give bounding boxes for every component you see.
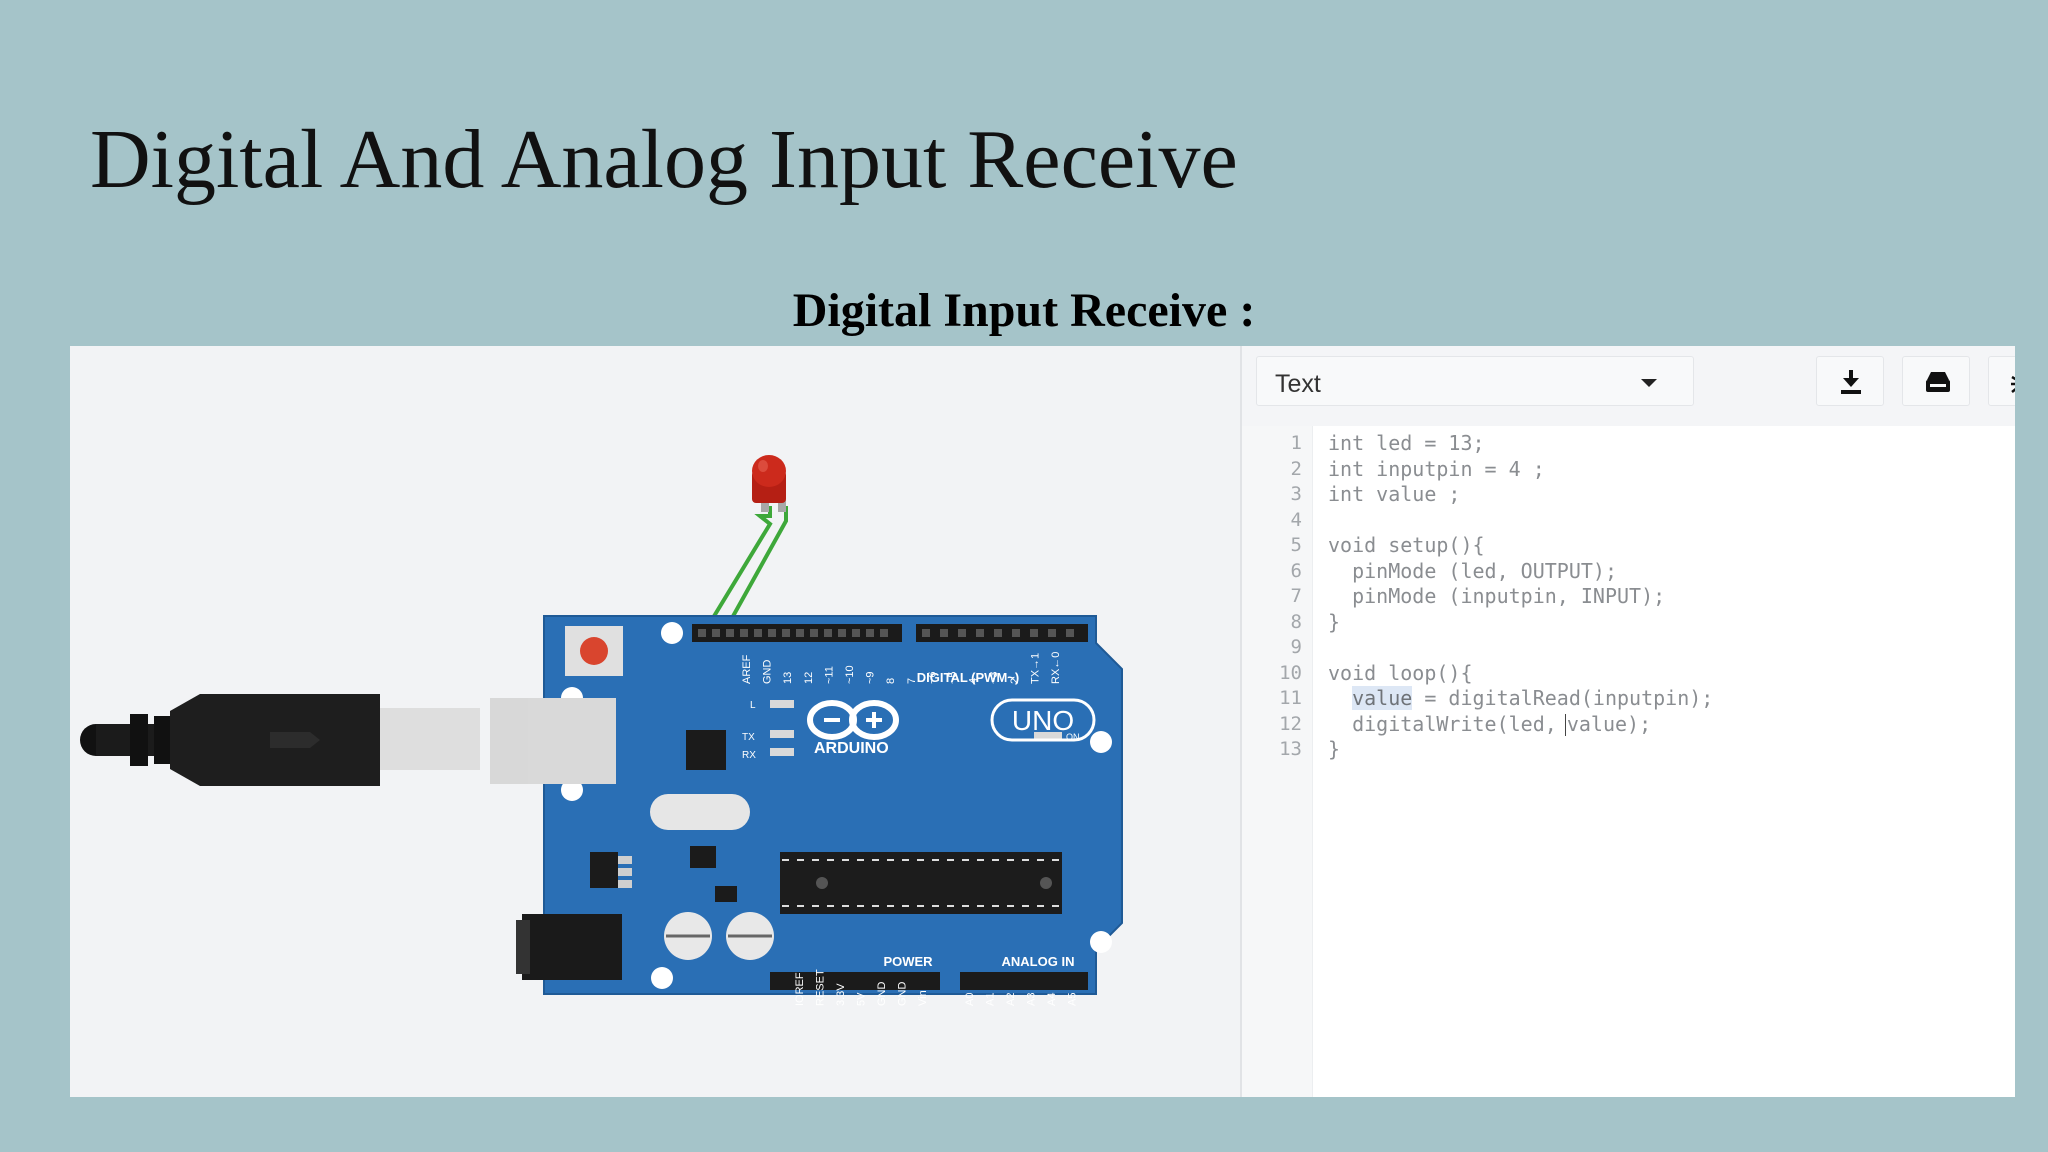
line-number: 12 <box>1279 712 1302 735</box>
slide-title: Digital And Analog Input Receive <box>90 113 1238 206</box>
rx-led-label: RX <box>742 750 756 761</box>
line-number: 8 <box>1290 610 1302 633</box>
line-number: 4 <box>1290 508 1302 531</box>
code-line: } <box>1328 737 1341 761</box>
on-led-label: ON <box>1066 732 1080 742</box>
pin-label: IOREF <box>794 972 806 1006</box>
arduino-uno-board[interactable]: ARDUINO UNO DIGITAL (PWM~) POWER ANALOG … <box>516 615 1123 1006</box>
pin-label: 3.3V <box>835 983 847 1006</box>
pin-label: 2 <box>1009 678 1021 684</box>
pin-label: A4 <box>1046 993 1058 1006</box>
code-line: int led = 13; <box>1328 431 1485 455</box>
code-line <box>1328 508 2008 534</box>
highlighted-token: value <box>1352 686 1413 710</box>
code-line: pinMode (led, OUTPUT); <box>1328 558 1617 583</box>
l-led-label: L <box>750 700 756 711</box>
power-header-label: POWER <box>883 954 933 969</box>
editor-toolbar: Text <box>1242 346 2015 426</box>
code-line: value = digitalRead(inputpin); <box>1328 686 2008 712</box>
code-text-area[interactable]: int led = 13;int inputpin = 4 ;int value… <box>1328 431 2008 763</box>
text-cursor <box>1564 714 1566 736</box>
circuit-canvas[interactable]: ARDUINO UNO DIGITAL (PWM~) POWER ANALOG … <box>70 346 1240 1097</box>
pin-label: 4 <box>968 678 980 684</box>
pin-label: A0 <box>964 993 976 1006</box>
editor-mode-dropdown[interactable]: Text <box>1256 356 1694 406</box>
board-logo-text: ARDUINO <box>814 740 889 757</box>
code-line: void loop(){ <box>1328 660 1473 685</box>
tinkercad-screenshot: ARDUINO UNO DIGITAL (PWM~) POWER ANALOG … <box>70 346 2015 1097</box>
board-model-text: UNO <box>1012 705 1074 736</box>
pin-label: ~3 <box>988 671 1000 684</box>
line-number: 7 <box>1290 585 1302 607</box>
pin-label: 5V <box>856 992 868 1006</box>
pin-label: A1 <box>985 993 997 1006</box>
pin-label: A2 <box>1005 993 1017 1006</box>
line-number: 3 <box>1290 483 1302 505</box>
pin-label: RESET <box>815 969 827 1006</box>
code-editor-panel: Text <box>1240 346 2015 1097</box>
code-text: value); <box>1566 711 1652 736</box>
editor-mode-label: Text <box>1275 370 1321 398</box>
line-number: 1 <box>1290 432 1302 454</box>
pin-label: 13 <box>782 672 794 684</box>
pin-label: ~6 <box>926 671 938 684</box>
line-number: 9 <box>1290 636 1302 658</box>
caret-down-icon <box>1641 379 1657 387</box>
line-number: 13 <box>1279 738 1302 760</box>
pin-label: 8 <box>885 678 897 684</box>
pin-label: ~10 <box>844 665 856 684</box>
pin-label: GND <box>762 660 774 685</box>
power-pin-labels: IOREF RESET 3.3V 5V GND GND Vin <box>794 969 929 1006</box>
pin-label: Vin <box>917 990 929 1006</box>
red-led[interactable] <box>752 455 786 512</box>
digital-pin-labels: AREF GND 13 12 ~11 ~10 ~9 8 7 ~6 ~5 4 ~3 2 TX→1 RX←0 <box>741 652 1062 684</box>
pin-label: 12 <box>803 672 815 684</box>
download-button[interactable] <box>1816 356 1884 406</box>
pin-label: ~9 <box>865 671 877 684</box>
upload-to-device-button[interactable] <box>1902 356 1970 406</box>
pin-label: AREF <box>741 654 753 684</box>
download-icon <box>1841 370 1861 394</box>
line-number: 2 <box>1290 457 1302 480</box>
code-line: int inputpin = 4 ; <box>1328 456 1545 481</box>
pin-label: ~11 <box>823 666 835 684</box>
upload-device-icon <box>1926 372 1950 392</box>
pin-label: RX←0 <box>1050 652 1062 684</box>
pin-label: TX→1 <box>1029 653 1041 684</box>
pin-label: ~5 <box>947 671 959 684</box>
code-line: digitalWrite(led, value); <box>1328 712 2008 738</box>
code-line: void setup(){ <box>1328 533 1485 557</box>
pin-label: GND <box>876 982 888 1007</box>
arduino-logo-icon <box>807 700 899 740</box>
code-line: pinMode (inputpin, INPUT); <box>1328 584 1666 608</box>
pin-label: 7 <box>906 678 918 684</box>
pin-label: A3 <box>1026 993 1038 1006</box>
code-line: } <box>1328 609 1341 634</box>
pin-label: A5 <box>1067 993 1079 1006</box>
code-text: = digitalRead(inputpin); <box>1412 686 1714 710</box>
digital-header-label: DIGITAL (PWM~) <box>917 670 1019 685</box>
line-number: 6 <box>1290 559 1302 582</box>
line-number: 10 <box>1279 661 1302 684</box>
debugger-bug-icon <box>2011 375 2015 393</box>
pin-label: GND <box>897 982 909 1007</box>
tx-led-label: TX <box>742 732 755 743</box>
code-line <box>1328 635 2008 661</box>
line-number: 11 <box>1279 687 1302 709</box>
slide-subtitle: Digital Input Receive : <box>792 284 1256 337</box>
debugger-button[interactable] <box>1988 356 2015 406</box>
analog-pin-labels: A0 A1 A2 A3 A4 A5 <box>964 993 1079 1006</box>
code-line: int value ; <box>1328 482 1461 506</box>
analog-header-label: ANALOG IN <box>1002 954 1075 969</box>
code-text: digitalWrite(led, <box>1328 711 1569 736</box>
code-indent <box>1328 686 1352 710</box>
line-number: 5 <box>1290 534 1302 556</box>
